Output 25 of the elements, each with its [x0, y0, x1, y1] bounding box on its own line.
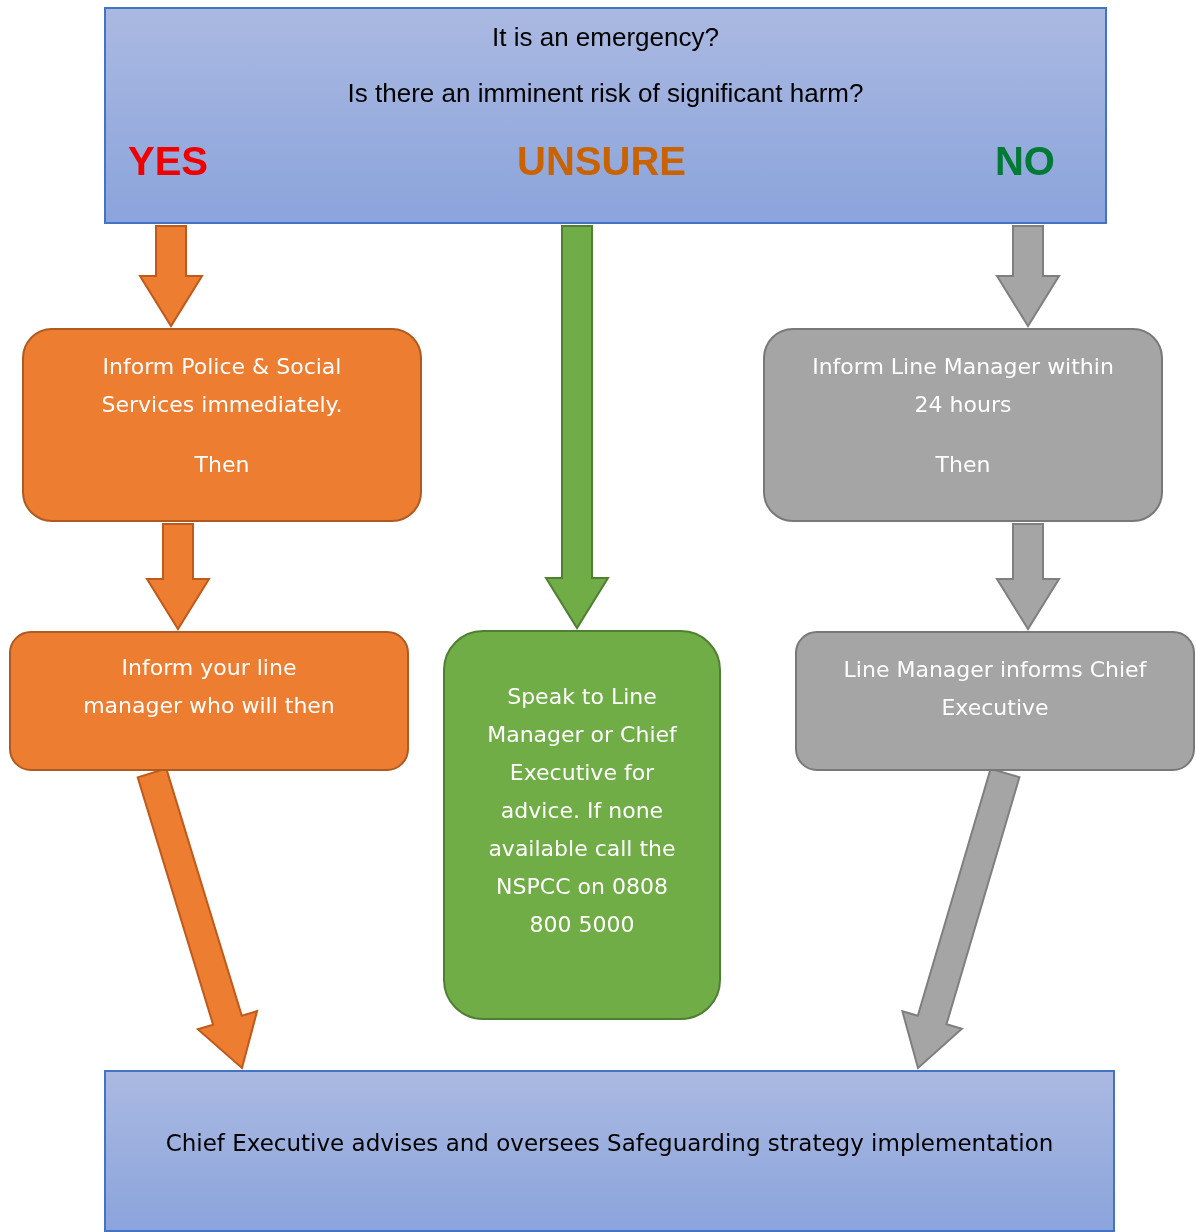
block-arrow [995, 225, 1061, 328]
question-box [104, 7, 1107, 224]
step-text: Speak to Line Manager or Chief Executive for advice. If none available call the NSPCC on 0808 800 5000 [486, 683, 679, 939]
outcome-box [104, 1070, 1115, 1232]
step-text: Line Manager informs Chief Executive [842, 656, 1148, 722]
question-text: Is there an imminent risk of significant harm? [347, 78, 864, 108]
process-box [763, 328, 1163, 522]
block-arrow [995, 523, 1061, 631]
step-text: Then [935, 451, 991, 479]
step-text: Inform your line manager who will then [82, 654, 336, 720]
step-text: Inform Line Manager within 24 hours [811, 353, 1115, 419]
question-text: It is an emergency? [492, 22, 719, 52]
outcome-text: Chief Executive advises and oversees Safeguarding strategy implementation [165, 1129, 1054, 1158]
process-box [9, 631, 409, 771]
answer-label: UNSURE [517, 138, 686, 184]
block-arrow [145, 523, 211, 631]
step-text: Inform Police & Social Services immediately. [100, 353, 344, 419]
process-box [443, 630, 721, 1020]
step-text: Then [194, 451, 250, 479]
block-arrow [544, 225, 610, 630]
answer-label: YES [128, 138, 209, 184]
process-box [22, 328, 422, 522]
answer-label: NO [995, 138, 1055, 184]
process-box [795, 631, 1195, 771]
block-arrow [138, 225, 204, 328]
